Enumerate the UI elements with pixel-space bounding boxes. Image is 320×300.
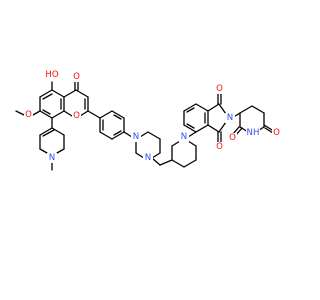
molecule-svg: HO O O O N N N N O O N O O NH bbox=[15, 69, 281, 171]
hydroxyl-label: HO bbox=[45, 70, 58, 80]
piperazine-nitrogen-2-label: N bbox=[145, 153, 151, 163]
methoxy-oxygen-label: O bbox=[25, 110, 32, 120]
glutarimide-oxygen-right-label: O bbox=[273, 128, 280, 138]
dihydropyridine-nitrogen-label: N bbox=[49, 153, 55, 163]
glutarimide-nh-label: NH bbox=[247, 128, 260, 138]
bonds bbox=[15, 81, 274, 171]
pyran-oxygen-label: O bbox=[73, 111, 80, 121]
ketone-oxygen-label: O bbox=[73, 72, 80, 82]
piperazine-nitrogen-1-label: N bbox=[133, 132, 139, 142]
glutarimide-oxygen-left-label: O bbox=[229, 133, 236, 143]
molecule-structure-diagram: HO O O O N N N N O O N O O NH bbox=[15, 69, 281, 171]
atom-labels: HO O O O N N N N O O N O O NH bbox=[24, 69, 281, 163]
imide-oxygen-bottom-label: O bbox=[216, 142, 223, 152]
imide-nitrogen-label: N bbox=[227, 113, 233, 123]
imide-oxygen-top-label: O bbox=[216, 84, 223, 94]
piperidine-nitrogen-label: N bbox=[181, 132, 187, 142]
